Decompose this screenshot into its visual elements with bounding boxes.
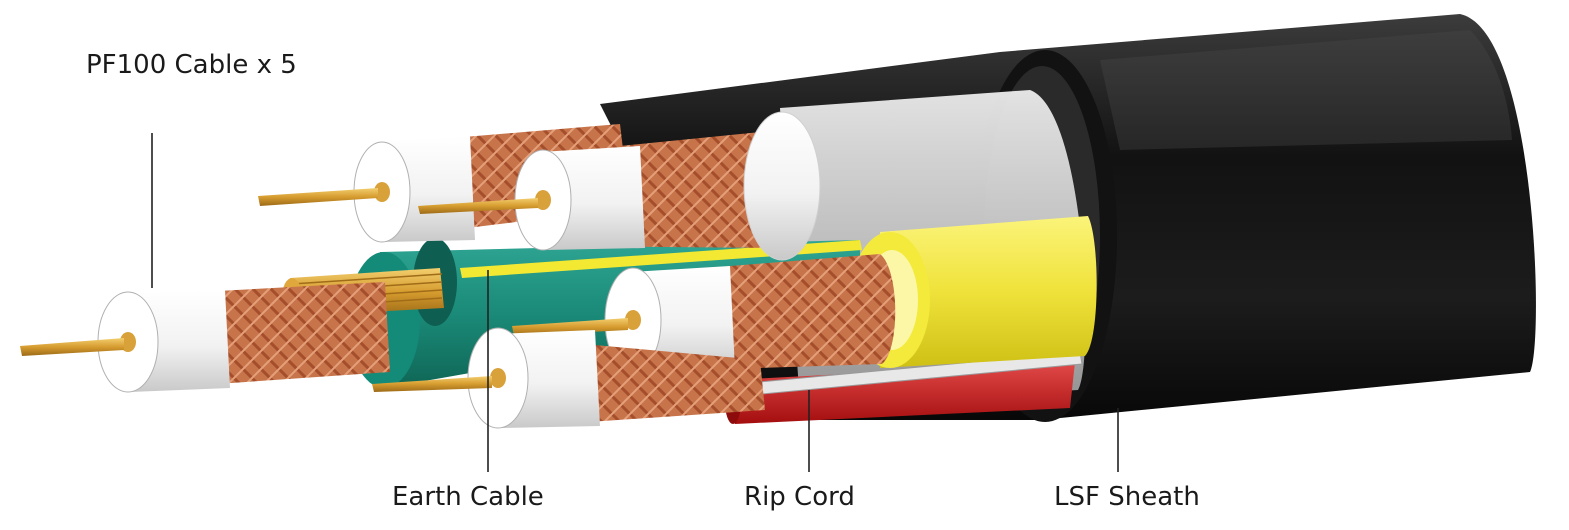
pf100-cable-label: PF100 Cable x 5: [86, 50, 297, 80]
coax-d: [512, 254, 896, 374]
coax-b: [418, 111, 821, 261]
coax-c: [20, 282, 390, 393]
rip-cord-label: Rip Cord: [744, 482, 855, 512]
yellow-core-body: [880, 216, 1097, 368]
coax-e: [372, 327, 765, 429]
lsf-sheath-label: LSF Sheath: [1054, 482, 1200, 512]
sheath-highlight: [1100, 30, 1512, 150]
earth-yellow-stripe: [460, 240, 862, 278]
earth-cable-label: Earth Cable: [392, 482, 544, 512]
